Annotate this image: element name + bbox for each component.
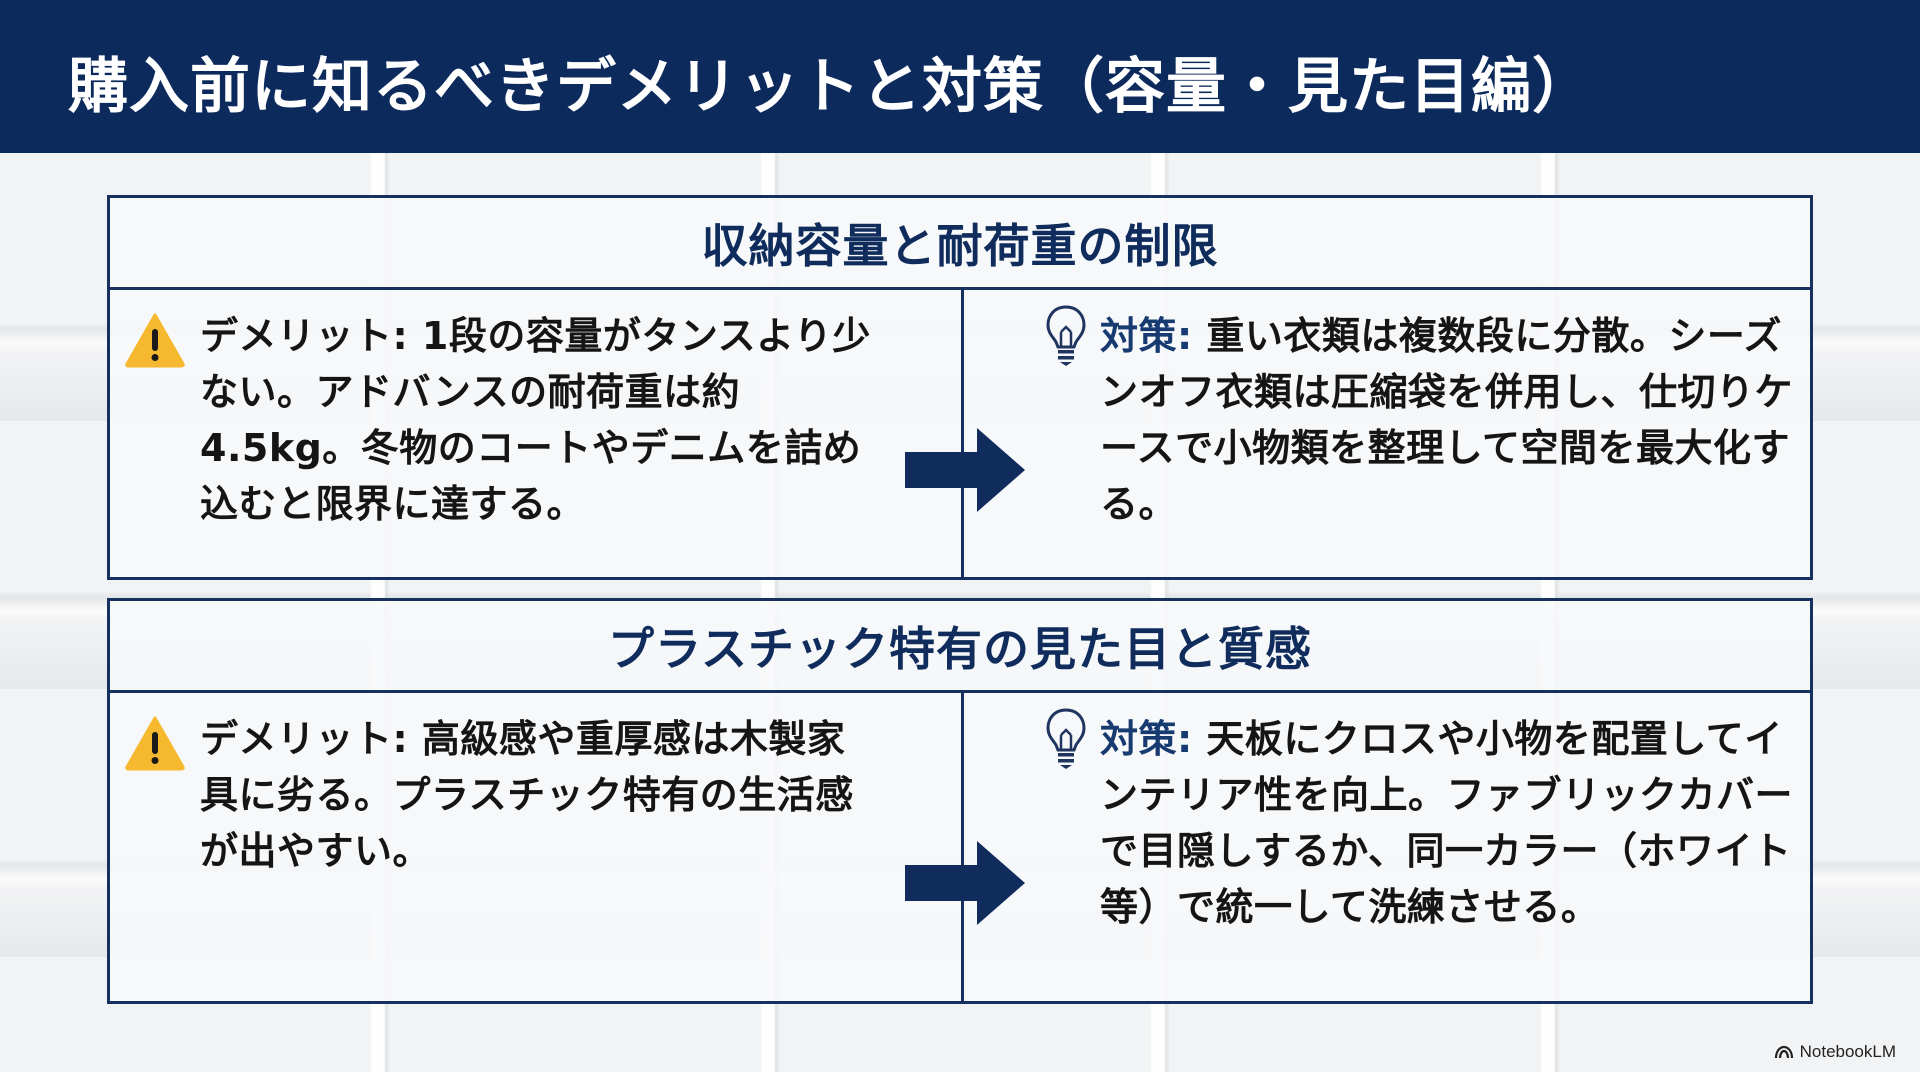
measure-body: 重い衣類は複数段に分散。シーズンオフ衣類は圧縮袋を併用し、仕切りケースで小物類を… — [1100, 314, 1794, 526]
title-bar: 購入前に知るべきデメリットと対策（容量・見た目編） — [0, 0, 1920, 153]
demerit-text: デメリット: 1段の容量がタンスより少ない。アドバンスの耐荷重は約4.5kg。冬… — [200, 308, 880, 532]
notebooklm-icon — [1774, 1045, 1793, 1059]
section-body: デメリット: 高級感や重厚感は木製家具に劣る。プラスチック特有の生活感が出やすい… — [110, 693, 1810, 1001]
arrow-right-icon — [905, 841, 1025, 925]
demerit-body: 高級感や重厚感は木製家具に劣る。プラスチック特有の生活感が出やすい。 — [200, 717, 854, 873]
arrow-right-icon — [905, 428, 1025, 512]
column-divider — [961, 693, 964, 1001]
demerit-text: デメリット: 高級感や重厚感は木製家具に劣る。プラスチック特有の生活感が出やすい… — [200, 711, 880, 879]
demerit-label: デメリット: — [200, 314, 409, 358]
section-heading: 収納容量と耐荷重の制限 — [701, 218, 1219, 273]
measure-label: 対策: — [1100, 314, 1193, 358]
section-body: デメリット: 1段の容量がタンスより少ない。アドバンスの耐荷重は約4.5kg。冬… — [110, 290, 1810, 577]
page-title: 購入前に知るべきデメリットと対策（容量・見た目編） — [68, 52, 1593, 122]
section-heading-bar: プラスチック特有の見た目と質感 — [110, 601, 1810, 693]
brand-label: NotebookLM — [1799, 1042, 1896, 1061]
section-heading-bar: 収納容量と耐荷重の制限 — [110, 198, 1810, 290]
measure-text: 対策: 重い衣類は複数段に分散。シーズンオフ衣類は圧縮袋を併用し、仕切りケースで… — [1100, 308, 1800, 532]
lightbulb-icon — [1046, 305, 1086, 366]
section-heading: プラスチック特有の見た目と質感 — [607, 621, 1313, 676]
measure-text: 対策: 天板にクロスや小物を配置してインテリア性を向上。ファブリックカバーで目隠… — [1100, 711, 1800, 935]
demerit-label: デメリット: — [200, 717, 409, 761]
lightbulb-icon — [1046, 708, 1086, 769]
demerit-body: 1段の容量がタンスより少ない。アドバンスの耐荷重は約4.5kg。冬物のコートやデ… — [200, 314, 871, 526]
section-capacity: 収納容量と耐荷重の制限 デメリット: 1段の容量がタンスより少ない。アドバンスの… — [107, 195, 1813, 580]
notebooklm-logo: NotebookLM — [1774, 1042, 1896, 1062]
warning-icon — [125, 313, 185, 368]
measure-label: 対策: — [1100, 717, 1193, 761]
column-divider — [961, 290, 964, 577]
section-appearance: プラスチック特有の見た目と質感 デメリット: 高級感や重厚感は木製家具に劣る。プ… — [107, 598, 1813, 1004]
measure-body: 天板にクロスや小物を配置してインテリア性を向上。ファブリックカバーで目隠しするか… — [1100, 717, 1794, 929]
warning-icon — [125, 716, 185, 771]
